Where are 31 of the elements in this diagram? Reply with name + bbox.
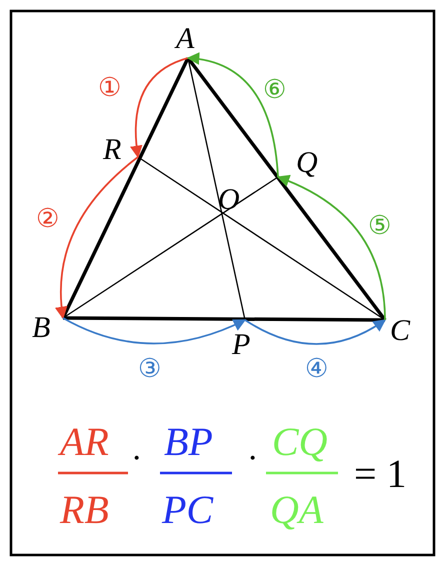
fraction-numerator: BP	[164, 420, 213, 464]
fraction-denominator: QA	[270, 488, 324, 532]
edge-label: ⑤	[368, 212, 392, 240]
edge-label: ③	[138, 355, 162, 383]
curved-arrow	[244, 319, 386, 345]
fraction-numerator: AR	[60, 420, 109, 464]
fraction-denominator: PC	[162, 488, 214, 532]
triangle-side	[61, 57, 190, 319]
multiplication-dot: ·	[131, 440, 142, 478]
vertex-label: Q	[296, 148, 318, 178]
vertex-label: P	[232, 330, 250, 360]
curved-arrow	[186, 52, 279, 178]
curved-arrow	[55, 156, 139, 320]
edge-label: ④	[305, 355, 328, 383]
curved-arrow	[276, 175, 386, 320]
curved-arrow	[62, 317, 246, 344]
equation-result: = 1	[354, 452, 407, 496]
edge-label: ⑥	[263, 76, 286, 104]
multiplication-dot: ·	[247, 440, 258, 478]
vertex-label: A	[176, 24, 194, 54]
vertex-label: C	[390, 316, 410, 346]
curved-arrow	[130, 57, 188, 158]
vertex-label: B	[32, 313, 50, 343]
triangle-side	[186, 56, 386, 322]
edge-label: ②	[36, 205, 60, 233]
edge-label: ①	[98, 74, 122, 102]
fraction-numerator: CQ	[272, 420, 328, 464]
fraction-denominator: RB	[60, 488, 109, 532]
vertex-label: R	[103, 135, 122, 165]
cevian-line	[62, 176, 278, 319]
triangle-side	[62, 316, 386, 322]
